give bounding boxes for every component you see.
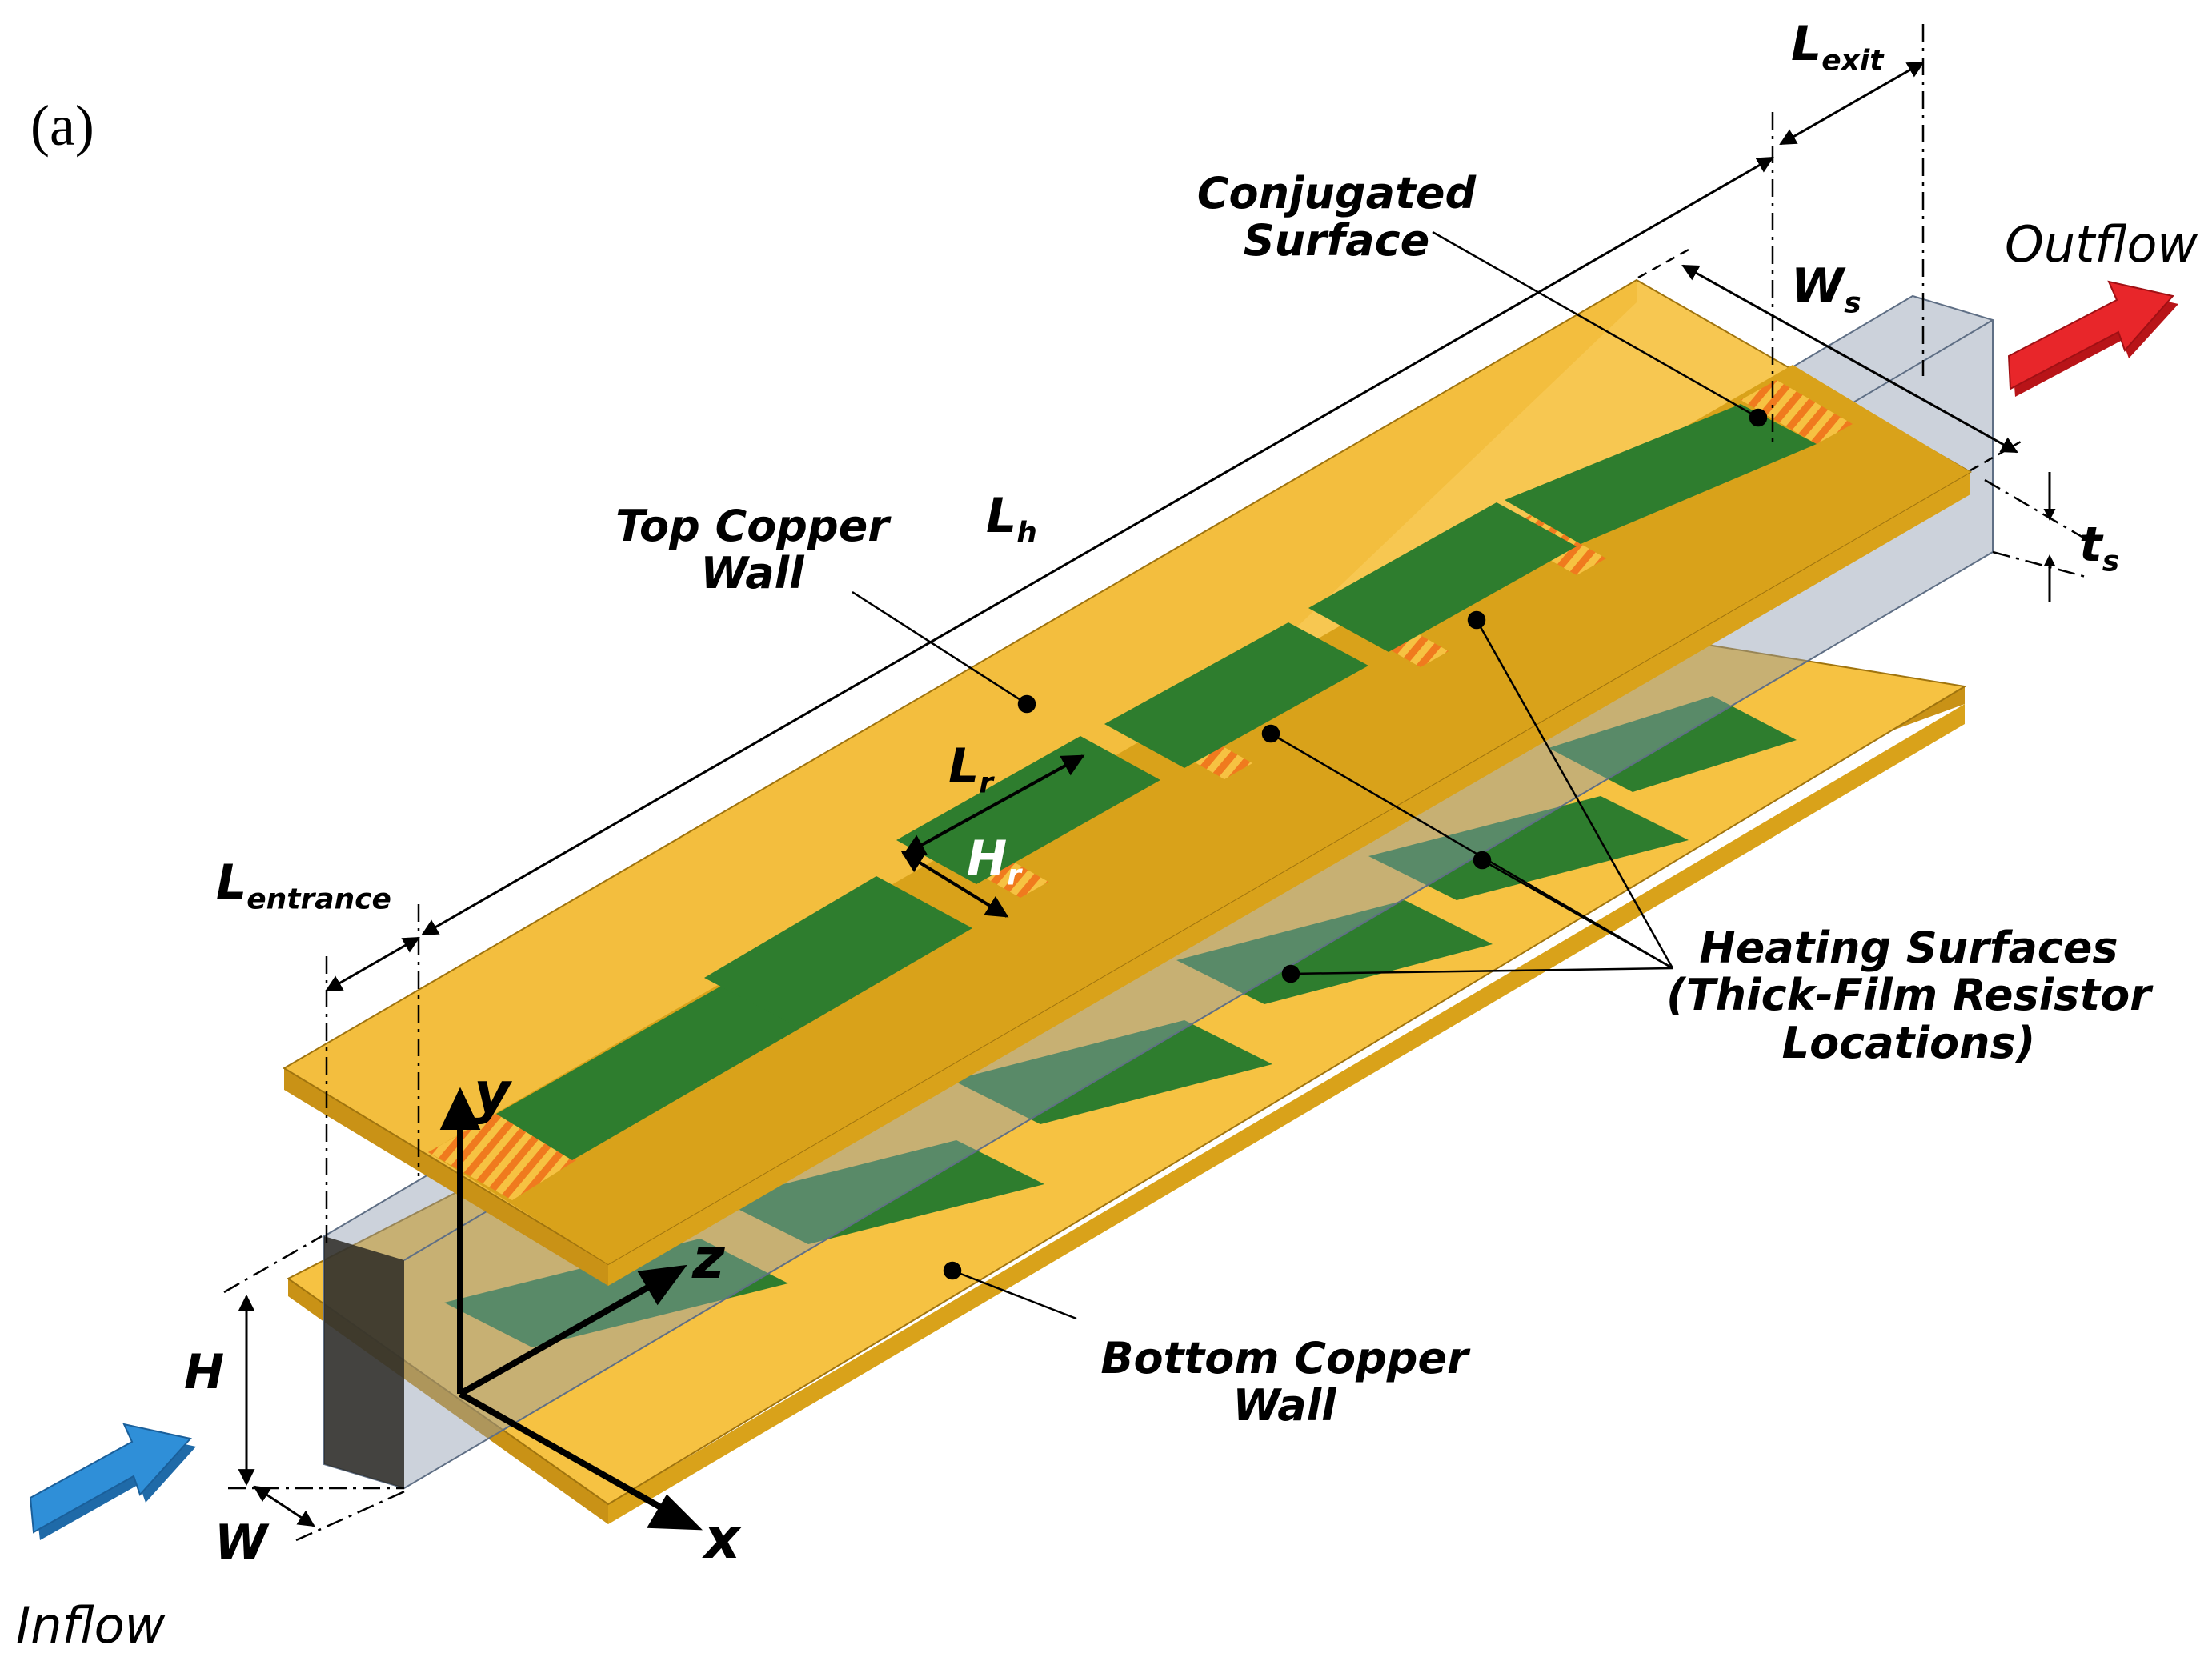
- dim-label-Hr: Hr: [967, 830, 1021, 892]
- bottom-resistor: [720, 1140, 1044, 1244]
- dim-Lexit: [1779, 61, 1925, 146]
- inflow-arrow-icon: [29, 1423, 196, 1540]
- bottom-resistor: [444, 1239, 788, 1347]
- dim-label-H: H: [184, 1344, 225, 1400]
- panel-label: (a): [30, 94, 94, 158]
- axis-label-z: z: [692, 1226, 725, 1291]
- dim-Lh: [421, 156, 1774, 936]
- leader-lines: [852, 230, 1768, 1320]
- bottom-resistor: [952, 1020, 1272, 1124]
- dim-label-ts: ts: [2079, 517, 2120, 578]
- coordinate-axes: [439, 1087, 703, 1531]
- dim-Ws: [1681, 264, 2018, 454]
- dim-W: [253, 1485, 315, 1527]
- inflow-label: Inflow: [16, 1596, 166, 1655]
- dim-label-Lh: Lh: [986, 488, 1037, 550]
- outflow-arrow-icon: [2007, 280, 2178, 397]
- dim-label-Lexit: Lexit: [1791, 16, 1884, 78]
- top-resistor: [496, 984, 800, 1160]
- dim-label-Ws: Ws: [1791, 258, 1861, 320]
- axis-label-x: x: [704, 1506, 741, 1571]
- dim-Lr: [902, 754, 1085, 856]
- dim-label-Lentrance: Lentrance: [216, 855, 391, 916]
- dim-Hr: [900, 851, 1009, 918]
- dim-label-W: W: [214, 1515, 268, 1571]
- axis-label-y: y: [474, 1060, 511, 1126]
- dimension-lines: [223, 24, 2090, 1542]
- outflow-label: Outflow: [2005, 215, 2198, 274]
- dim-label-Lr: Lr: [948, 738, 993, 800]
- dim-Lentrance: [325, 936, 420, 992]
